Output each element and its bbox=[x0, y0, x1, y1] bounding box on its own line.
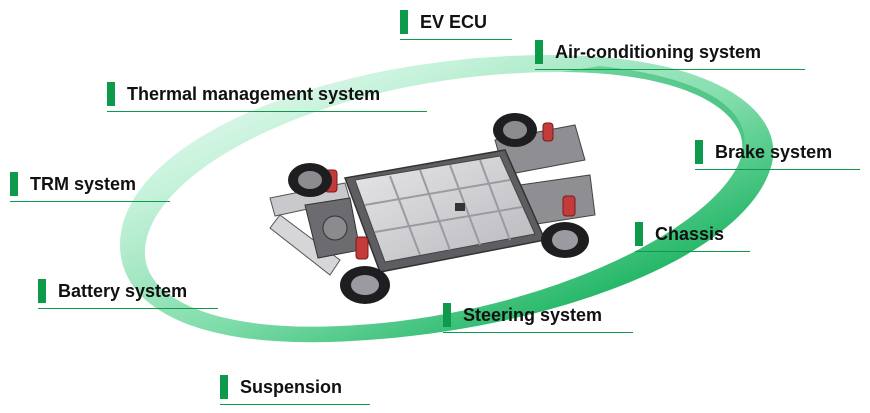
label-marker bbox=[107, 82, 115, 106]
green-ring bbox=[120, 55, 774, 343]
label-text: Battery system bbox=[58, 281, 188, 301]
label-marker bbox=[10, 172, 18, 196]
label-thermal-management-system: Thermal management system bbox=[107, 82, 427, 112]
wheels bbox=[288, 113, 589, 304]
label-steering-system: Steering system bbox=[443, 303, 633, 333]
label-chassis: Chassis bbox=[635, 222, 750, 252]
label-suspension: Suspension bbox=[220, 375, 370, 405]
label-marker bbox=[635, 222, 643, 246]
label-air-conditioning-system: Air-conditioning system bbox=[535, 40, 805, 70]
label-marker bbox=[400, 10, 408, 34]
label-marker bbox=[443, 303, 451, 327]
label-text: Thermal management system bbox=[127, 84, 381, 104]
label-text: Suspension bbox=[240, 377, 343, 397]
label-text: Steering system bbox=[463, 305, 603, 325]
label-text: EV ECU bbox=[420, 12, 488, 32]
label-brake-system: Brake system bbox=[695, 140, 860, 170]
label-text: Air-conditioning system bbox=[555, 42, 762, 62]
label-text: TRM system bbox=[30, 174, 137, 194]
label-marker bbox=[695, 140, 703, 164]
label-trm-system: TRM system bbox=[10, 172, 170, 202]
label-text: Chassis bbox=[655, 224, 725, 244]
label-battery-system: Battery system bbox=[38, 279, 218, 309]
label-text: Brake system bbox=[715, 142, 833, 162]
label-ev-ecu: EV ECU bbox=[400, 10, 512, 40]
label-marker bbox=[38, 279, 46, 303]
ev-chassis-illustration bbox=[269, 113, 596, 304]
label-marker bbox=[535, 40, 543, 64]
label-marker bbox=[220, 375, 228, 399]
